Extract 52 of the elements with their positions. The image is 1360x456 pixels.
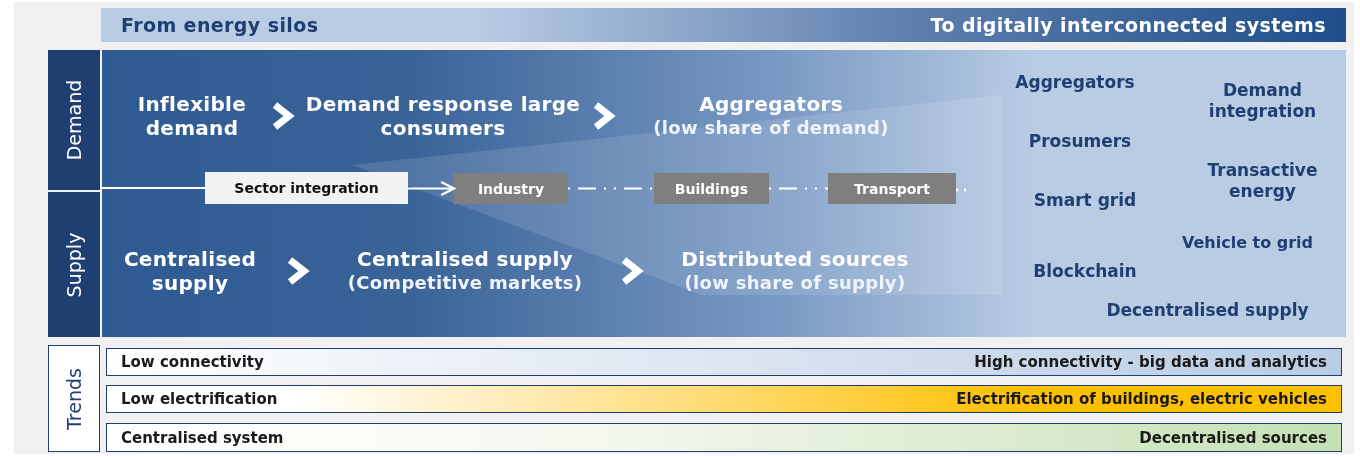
concept-label: Demand integration	[1207, 80, 1318, 122]
side-label: Demand	[63, 79, 85, 161]
concept-label: Prosumers	[1027, 131, 1133, 152]
concept-label: Smart grid	[1032, 190, 1138, 211]
sector-box	[454, 173, 568, 204]
concept-label: Transactive energy	[1206, 160, 1319, 202]
sector-label: Buildings	[674, 180, 749, 197]
stage-title: Centralised supply	[122, 247, 258, 295]
stage-title: Demand response large consumers	[304, 92, 582, 140]
connector-line	[99, 187, 206, 189]
dash-dot-connector	[567, 187, 655, 190]
sector-integration-box	[205, 172, 408, 204]
side-label: Trends	[63, 367, 85, 430]
chevron-arrow	[272, 102, 295, 130]
side-tab	[48, 192, 100, 337]
stage-note: (low share of supply)	[683, 271, 907, 295]
banner-text: To digitally interconnected systems	[930, 14, 1326, 36]
dash-dot-connector	[768, 187, 829, 190]
side-label: Supply	[63, 232, 85, 297]
chevron-arrow	[621, 257, 644, 285]
stage-note: (low share of demand)	[652, 116, 890, 140]
side-tab	[48, 50, 100, 190]
stage-title: Aggregators	[698, 92, 844, 116]
trend-bar	[106, 423, 1342, 452]
stage-title: Inflexible demand	[136, 92, 248, 140]
chevron-arrow	[287, 257, 310, 285]
chevron-arrow	[593, 102, 616, 130]
concept-label: Blockchain	[1032, 261, 1138, 282]
trend-start-text: Centralised system	[121, 428, 284, 447]
trend-start-text: Low connectivity	[121, 353, 264, 371]
sector-box	[654, 173, 769, 204]
sector-label: Sector integration	[234, 180, 379, 196]
sector-label: Industry	[477, 180, 545, 197]
stage-note: (Competitive markets)	[346, 271, 584, 295]
trend-end-text: Electrification of buildings, electric vehicles	[956, 390, 1327, 408]
stage-title: Centralised supply	[356, 247, 574, 271]
trend-end-text: High connectivity - big data and analytics	[974, 353, 1327, 371]
transition-banner	[101, 8, 1346, 42]
box-shape	[102, 50, 1346, 337]
sector-box	[828, 173, 956, 204]
sector-label: Transport	[854, 180, 930, 197]
trend-end-text: Decentralised sources	[1139, 428, 1327, 447]
concept-label: Vehicle to grid	[1180, 232, 1315, 253]
trend-bar	[106, 385, 1342, 413]
trend-start-text: Low electrification	[121, 390, 278, 408]
banner-text: From energy silos	[121, 14, 319, 36]
trend-bar	[106, 348, 1342, 376]
arrow	[407, 181, 456, 196]
side-tab	[48, 345, 100, 452]
concept-label: Decentralised supply	[1105, 300, 1310, 321]
concept-label: Aggregators	[1014, 72, 1136, 93]
stage-title: Distributed sources	[680, 247, 910, 271]
